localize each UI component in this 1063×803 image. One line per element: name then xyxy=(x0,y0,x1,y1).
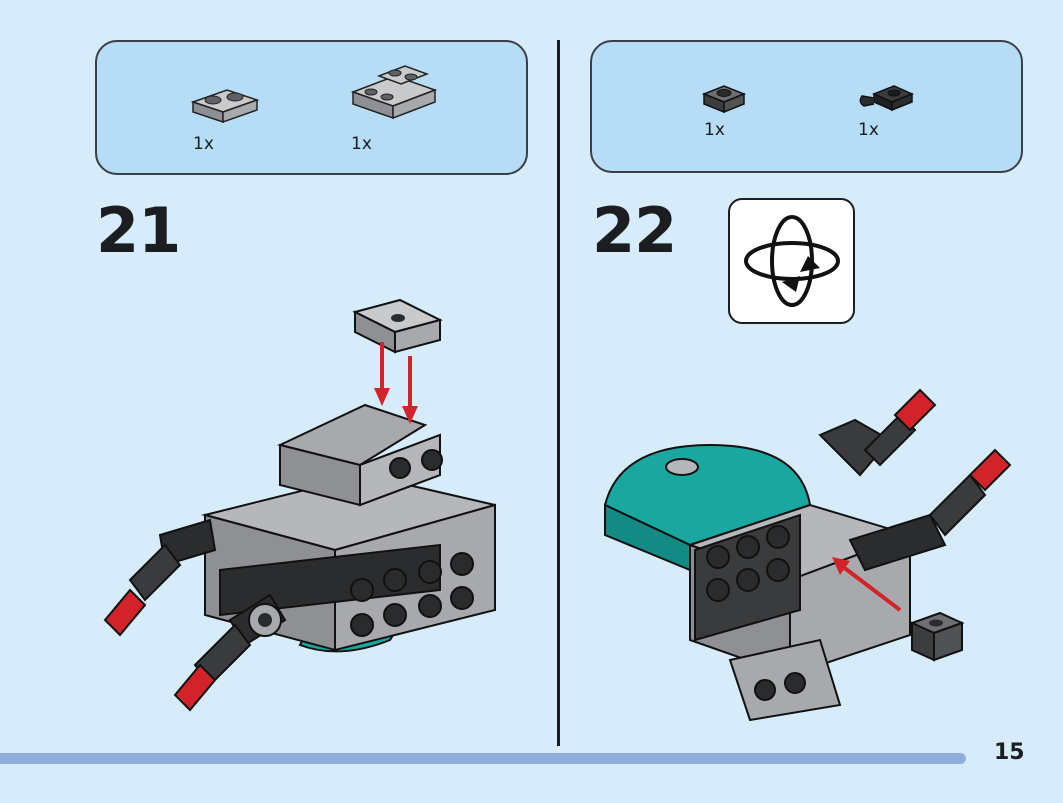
page-number: 15 xyxy=(994,740,1025,765)
part-quantity: 1x xyxy=(704,120,725,140)
slope-double-icon xyxy=(350,65,438,120)
clip-plate-icon xyxy=(859,85,914,112)
step-divider xyxy=(557,40,560,746)
model-step-22 xyxy=(603,388,1012,722)
part-quantity: 1x xyxy=(351,134,372,154)
parts-list-step-21: 1x 1x xyxy=(95,40,528,175)
part-quantity: 1x xyxy=(858,120,879,140)
plate-1x2-icon xyxy=(190,89,260,124)
plate-1x1-icon xyxy=(701,85,747,114)
parts-list-step-22: 1x 1x xyxy=(590,40,1023,173)
footer-bar xyxy=(0,753,966,764)
step-number-21: 21 xyxy=(96,194,181,267)
rotate-indicator xyxy=(728,198,855,324)
rotate-model-icon xyxy=(744,215,840,307)
part-quantity: 1x xyxy=(193,134,214,154)
step-number-22: 22 xyxy=(592,194,677,267)
model-step-21 xyxy=(103,298,496,712)
